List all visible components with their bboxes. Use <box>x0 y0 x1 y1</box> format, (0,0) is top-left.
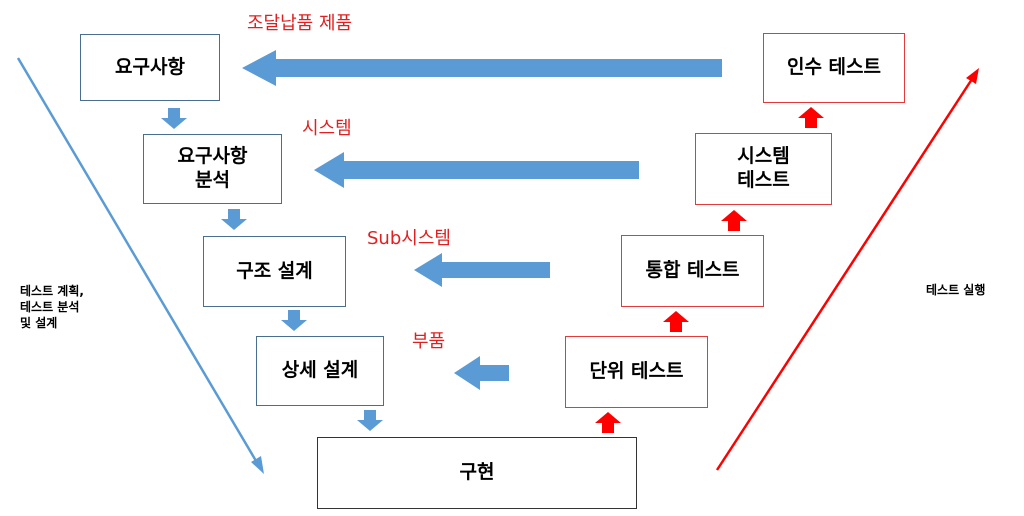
requirements-analysis-box: 요구사항 분석 <box>143 134 282 204</box>
level-arrow-subsystem <box>414 253 550 287</box>
down-arrow-2 <box>221 209 247 230</box>
level-arrow-procured-product <box>242 50 722 86</box>
test-planning-diagonal-arrow <box>16 57 264 474</box>
level-arrow-system <box>314 152 639 188</box>
up-arrow-1 <box>595 412 621 433</box>
level-arrow-component <box>454 356 509 390</box>
requirements-analysis-label-1: 요구사항 <box>177 145 248 168</box>
test-execution-diagonal-arrow <box>715 68 979 471</box>
detail-design-box: 상세 설계 <box>256 336 384 406</box>
requirements-box: 요구사항 <box>80 34 220 101</box>
implementation-box: 구현 <box>317 437 637 509</box>
test-planning-label-1: 테스트 계획, <box>20 284 84 298</box>
down-arrow-4 <box>357 410 383 431</box>
implementation-label: 구현 <box>459 461 495 484</box>
test-planning-label-2: 테스트 분석 <box>20 300 80 315</box>
system-test-label-1: 시스템 <box>737 145 790 168</box>
up-arrow-2 <box>663 311 689 332</box>
unit-test-box: 단위 테스트 <box>565 336 708 408</box>
system-level-label: 시스템 <box>302 118 352 139</box>
requirements-label: 요구사항 <box>115 55 185 78</box>
down-arrow-1 <box>161 108 187 129</box>
acceptance-test-label: 인수 테스트 <box>786 56 881 79</box>
subsystem-level-label: Sub시스템 <box>367 228 451 249</box>
down-arrow-3 <box>281 310 307 331</box>
requirements-analysis-label-2: 분석 <box>195 169 230 191</box>
test-planning-label-3: 및 설계 <box>20 316 58 331</box>
structure-design-box: 구조 설계 <box>203 236 346 307</box>
structure-design-label: 구조 설계 <box>236 259 313 282</box>
system-test-label-2: 테스트 <box>737 169 790 191</box>
procured-product-label: 조달납품 제품 <box>247 13 353 34</box>
detail-design-label: 상세 설계 <box>281 359 359 382</box>
unit-test-label: 단위 테스트 <box>589 360 684 383</box>
system-test-box: 시스템 테스트 <box>695 133 832 205</box>
integration-test-label: 통합 테스트 <box>645 259 740 282</box>
test-execution-label: 테스트 실행 <box>926 283 986 297</box>
acceptance-test-box: 인수 테스트 <box>763 33 905 103</box>
component-level-label: 부품 <box>412 331 446 352</box>
integration-test-box: 통합 테스트 <box>621 235 764 307</box>
up-arrow-4 <box>798 107 824 128</box>
up-arrow-3 <box>721 210 747 231</box>
test-planning-label: 테스트 계획, 테스트 분석 및 설계 <box>20 283 84 332</box>
